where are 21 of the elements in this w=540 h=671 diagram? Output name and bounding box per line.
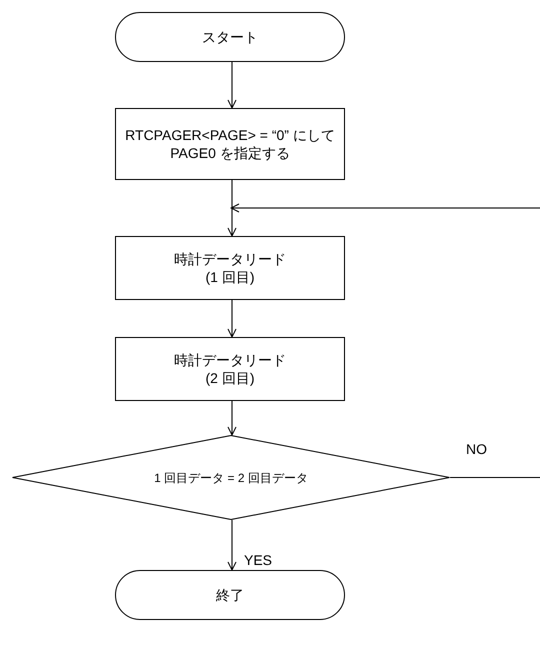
connector-line — [450, 477, 540, 478]
arrow — [228, 300, 236, 338]
node-text: RTCPAGER<PAGE> = “0” にして PAGE0 を指定する — [124, 126, 336, 162]
process-box — [115, 337, 345, 401]
node-text: 終了 — [216, 586, 244, 604]
arrow — [230, 204, 540, 212]
terminal-shape — [115, 570, 345, 620]
node-text: 時計データリード (1 回目) — [173, 250, 287, 286]
decision-diamond — [12, 435, 450, 520]
edge-label: NO — [464, 441, 489, 457]
arrow — [228, 180, 236, 236]
process-box — [115, 108, 345, 180]
node-text: スタート — [202, 28, 258, 46]
arrow — [228, 400, 236, 436]
process-box — [115, 236, 345, 300]
terminal-shape — [115, 12, 345, 62]
node-text: 1 回目データ = 2 回目データ — [154, 470, 308, 486]
node-text: 時計データリード (2 回目) — [173, 351, 287, 387]
arrow — [228, 62, 236, 108]
edge-label: YES — [242, 552, 274, 568]
arrow — [228, 520, 236, 570]
